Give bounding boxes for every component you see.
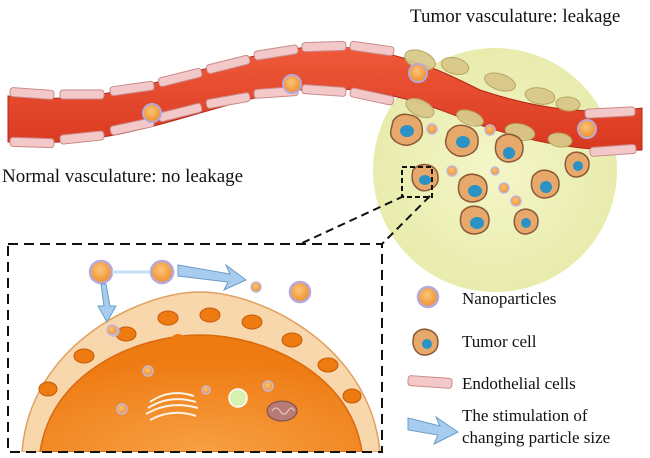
legend-stimulation-label-line2: changing particle size <box>462 428 611 447</box>
legend-endothelial-label: Endothelial cells <box>462 374 576 393</box>
tumor-nanoparticles <box>426 123 522 207</box>
legend-icons <box>407 285 459 446</box>
nanoparticle-legend-icon <box>416 285 440 309</box>
vessel-nanoparticles <box>142 63 597 139</box>
mitochondria <box>266 400 298 422</box>
tumor-vasculature-label: Tumor vasculature: leakage <box>410 6 621 27</box>
golgi-apparatus <box>145 392 199 421</box>
endothelial-legend-icon <box>407 375 453 389</box>
blood-vessel <box>7 40 643 157</box>
zoom-marker-box <box>401 166 433 198</box>
tumor-cells <box>389 113 590 235</box>
stimulation-arrow-legend-icon <box>407 415 459 446</box>
tumor-cell-legend-icon <box>412 328 439 356</box>
legend-stimulation-label-line1: The stimulation of <box>462 406 588 425</box>
legend-tumor-cell-label: Tumor cell <box>462 332 537 351</box>
inset-panel <box>7 243 383 453</box>
normal-vasculature-label: Normal vasculature: no leakage <box>2 166 244 187</box>
legend-nanoparticles-label: Nanoparticles <box>462 289 557 308</box>
